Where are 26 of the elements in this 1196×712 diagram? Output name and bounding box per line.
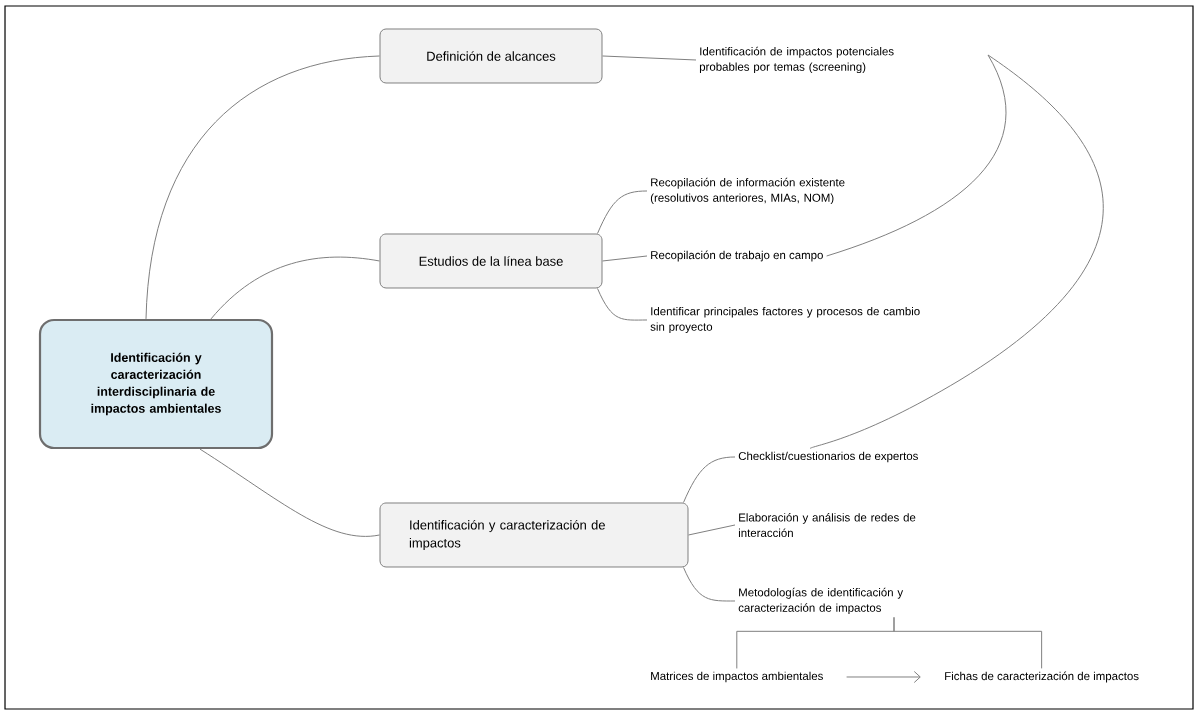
connector-line: [210, 256, 380, 320]
item-text: Identificar principales factores y procesos de cambio sin proyecto: [650, 306, 920, 334]
connector-line: [597, 288, 648, 321]
connector-line: [683, 456, 736, 503]
item-text: Identificación de impactos potenciales probables por temas (screening): [699, 46, 894, 74]
item-text: Checklist/cuestionarios de expertos: [738, 451, 918, 463]
item-text: Elaboración y análisis de redes de interacción: [738, 513, 916, 537]
arrow: [846, 671, 921, 683]
branch-box: Definición de alcances: [379, 28, 603, 84]
connector-line: [602, 55, 697, 61]
connector-line: [893, 616, 1043, 669]
connector-line: [145, 55, 380, 320]
topic-box: Identificación y caracterización interdisciplinaria de impactos ambientales: [38, 318, 274, 450]
connector-line: [683, 567, 736, 602]
connector-line: [688, 524, 736, 536]
item-text: Matrices de impactos ambientales: [651, 671, 823, 683]
connector-line: [809, 54, 1103, 449]
connector-line: [597, 190, 648, 234]
item-text: Recopilación de trabajo en campo: [651, 250, 823, 262]
item-text: Recopilación de información existente (resolutivos anteriores, MIAs, NOM): [650, 177, 845, 205]
connector-line: [602, 255, 648, 262]
connector-line: [199, 448, 380, 537]
item-text: Metodologías de identificación y caracterización de impactos: [738, 587, 904, 615]
branch-box: Estudios de la línea base: [379, 233, 603, 289]
item-text: Fichas de caracterización de impactos: [945, 671, 1139, 683]
branch-box: Identificación y caracterización de impactos: [379, 502, 689, 568]
